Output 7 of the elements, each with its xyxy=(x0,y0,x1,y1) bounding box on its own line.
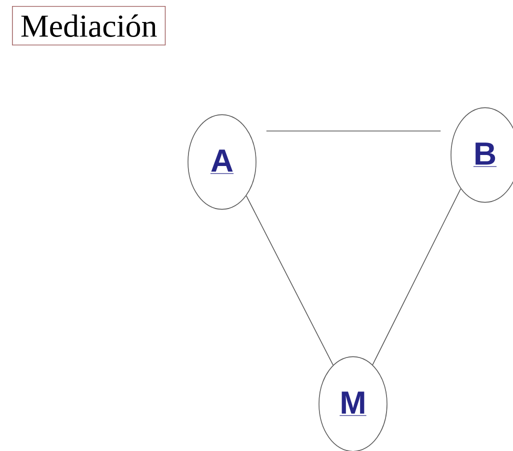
title-box: Mediación xyxy=(12,6,166,46)
ellipse-node: B xyxy=(450,107,513,203)
connector-line xyxy=(266,130,441,132)
connector-line xyxy=(246,195,334,366)
connector-line xyxy=(372,188,462,366)
ellipse-node: A xyxy=(188,114,256,210)
ellipse-node: M xyxy=(318,356,388,451)
